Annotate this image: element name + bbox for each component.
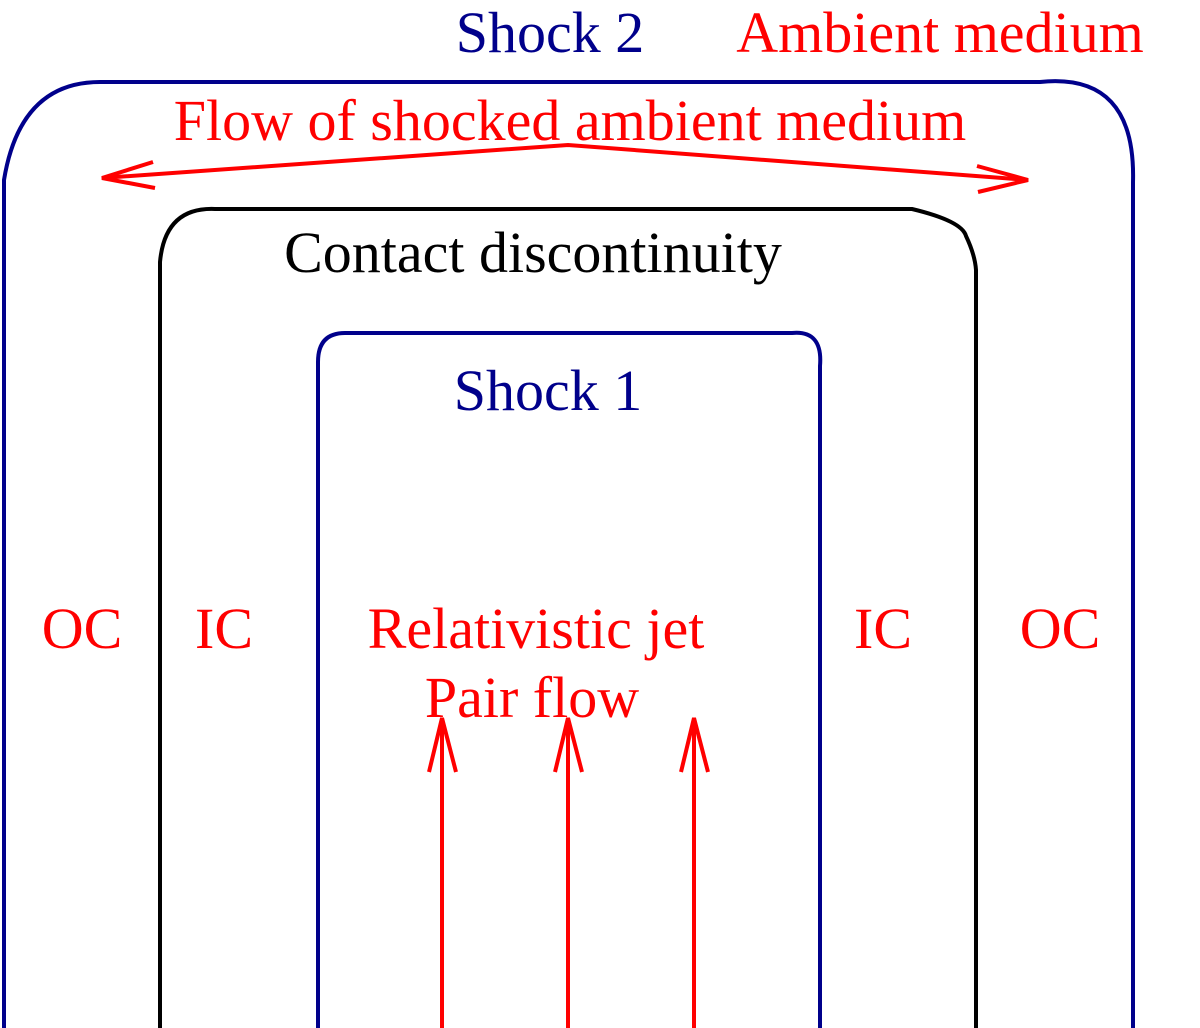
relativistic-jet-label: Relativistic jet (368, 596, 705, 661)
pair-flow-arrow-left (427, 717, 458, 1028)
pair-flow-arrow-right (679, 717, 710, 1028)
shock-2-boundary (2, 79, 1136, 1028)
shock-1-boundary (316, 330, 823, 1028)
oc-left-label: OC (42, 596, 123, 661)
contact-discontinuity-boundary (158, 206, 978, 1028)
ambient-medium-label: Ambient medium (736, 0, 1144, 65)
ic-right-label: IC (854, 596, 912, 661)
oc-right-label: OC (1020, 596, 1101, 661)
shock-2-label: Shock 2 (456, 0, 645, 65)
pair-flow-label: Pair flow (425, 665, 639, 730)
flow-shocked-ambient-label: Flow of shocked ambient medium (174, 88, 967, 153)
shock-1-label: Shock 1 (454, 358, 643, 423)
contact-discontinuity-label: Contact discontinuity (284, 220, 782, 285)
pair-flow-arrow-center (553, 717, 584, 1028)
flow-double-arrow (101, 142, 1029, 194)
ic-left-label: IC (195, 596, 253, 661)
